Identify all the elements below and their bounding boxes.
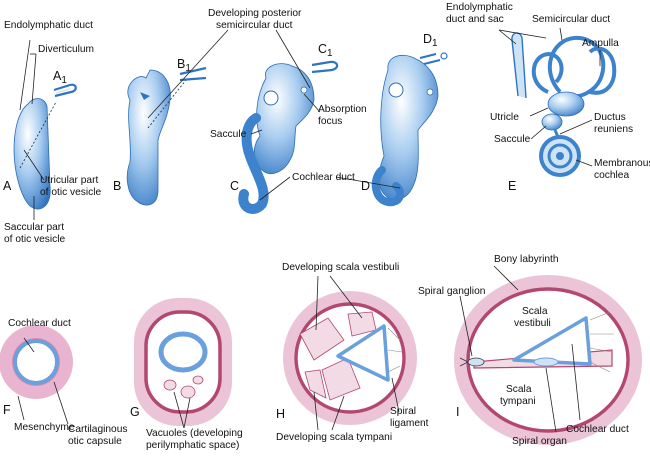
panel-a-otic-vesicle <box>13 83 77 210</box>
d1-subscript: 1 <box>432 38 438 49</box>
label-endolymphatic-sac-l2: duct and sac <box>446 14 504 25</box>
panel-label-a: A <box>3 179 12 193</box>
label-cartilaginous-l2: otic capsule <box>68 436 122 447</box>
label-endolymphatic-duct: Endolymphatic duct <box>4 20 93 31</box>
label-diverticulum: Diverticulum <box>38 44 94 55</box>
a1-letter: A <box>53 69 62 83</box>
label-developing-posterior-l2: semicircular duct <box>216 20 293 31</box>
c1-letter: C <box>318 42 327 56</box>
panel-label-b: B <box>113 179 121 193</box>
label-cochlear-duct-f: Cochlear duct <box>8 318 71 329</box>
label-cochlear-duct-i: Cochlear duct <box>566 424 629 435</box>
panel-label-f: F <box>3 403 11 417</box>
section-d1-icon <box>419 52 448 65</box>
label-developing-scala-tympani: Developing scala tympani <box>276 432 392 443</box>
label-scala-vestibuli-l2: vestibuli <box>514 318 551 329</box>
label-ductus-l2: reuniens <box>594 124 633 135</box>
label-c1: C1 <box>318 42 333 59</box>
label-utricular-l2: of otic vesicle <box>40 187 101 198</box>
label-semicircular-duct: Semicircular duct <box>532 14 610 25</box>
panel-label-d: D <box>361 179 370 193</box>
panel-label-i: I <box>456 405 459 419</box>
label-spiral-ligament-l2: ligament <box>390 418 429 429</box>
section-a1-icon <box>53 83 77 98</box>
spiral-ganglion-icon <box>459 357 485 367</box>
label-developing-scala-vestibuli: Developing scala vestibuli <box>282 262 399 273</box>
label-utricle: Utricle <box>490 112 519 123</box>
label-absorption-l2: focus <box>318 116 342 127</box>
panel-label-g: G <box>130 405 140 419</box>
label-spiral-ligament-l1: Spiral <box>390 406 416 417</box>
panel-label-c: C <box>230 179 239 193</box>
label-saccule-e: Saccule <box>494 134 531 145</box>
panel-label-h: H <box>276 407 285 421</box>
a1-subscript: 1 <box>61 75 67 86</box>
label-scala-vestibuli-l1: Scala <box>522 306 548 317</box>
label-cartilaginous-l1: Cartilaginous <box>68 424 127 435</box>
d1-letter: D <box>423 32 432 46</box>
label-saccular-l1: Saccular part <box>4 222 64 233</box>
panel-h-cochlear-duct-section <box>283 291 417 425</box>
label-developing-posterior-l1: Developing posterior <box>208 8 302 19</box>
b1-letter: B <box>177 57 185 71</box>
panel-c-otic-vesicle <box>238 60 339 214</box>
section-c1-icon <box>311 60 339 74</box>
label-d1: D1 <box>423 32 438 49</box>
label-absorption-l1: Absorption <box>318 104 367 115</box>
label-vacuoles-l2: perilymphatic space) <box>146 440 239 451</box>
label-membranous-l1: Membranous <box>594 158 650 169</box>
panel-f-cochlear-duct-section <box>0 325 73 399</box>
label-ductus-l1: Ductus <box>594 112 626 123</box>
panel-d-otic-vesicle <box>371 52 448 207</box>
label-endolymphatic-sac-l1: Endolymphatic <box>446 2 513 13</box>
c1-subscript: 1 <box>327 48 333 59</box>
panel-e-membranous-labyrinth <box>511 32 617 177</box>
label-ampulla: Ampulla <box>582 38 619 49</box>
label-utricular-l1: Utricular part <box>40 175 98 186</box>
panel-i-cochlear-duct-section <box>454 275 642 445</box>
label-vacuoles-l1: Vacuoles (developing <box>146 428 243 439</box>
section-b1-icon <box>179 66 207 82</box>
b1-subscript: 1 <box>185 63 191 74</box>
label-saccular-l2: of otic vesicle <box>4 234 65 245</box>
label-a1: A1 <box>53 69 67 86</box>
label-spiral-ganglion: Spiral ganglion <box>418 286 485 297</box>
panel-label-e: E <box>508 179 516 193</box>
label-b1: B1 <box>177 57 191 74</box>
panel-g-cochlear-duct-section <box>134 298 232 426</box>
label-bony-labyrinth: Bony labyrinth <box>494 254 559 265</box>
label-scala-tympani-l1: Scala <box>506 384 532 395</box>
label-membranous-l2: cochlea <box>594 170 629 181</box>
panel-b-otic-vesicle <box>126 66 207 206</box>
label-mesenchyme: Mesenchyme <box>14 422 75 433</box>
label-scala-tympani-l2: tympani <box>500 396 536 407</box>
label-cochlear-duct-top: Cochlear duct <box>292 172 355 183</box>
leader-lines <box>17 27 601 433</box>
label-saccule-c: Saccule <box>210 129 247 140</box>
label-spiral-organ: Spiral organ <box>512 436 567 447</box>
